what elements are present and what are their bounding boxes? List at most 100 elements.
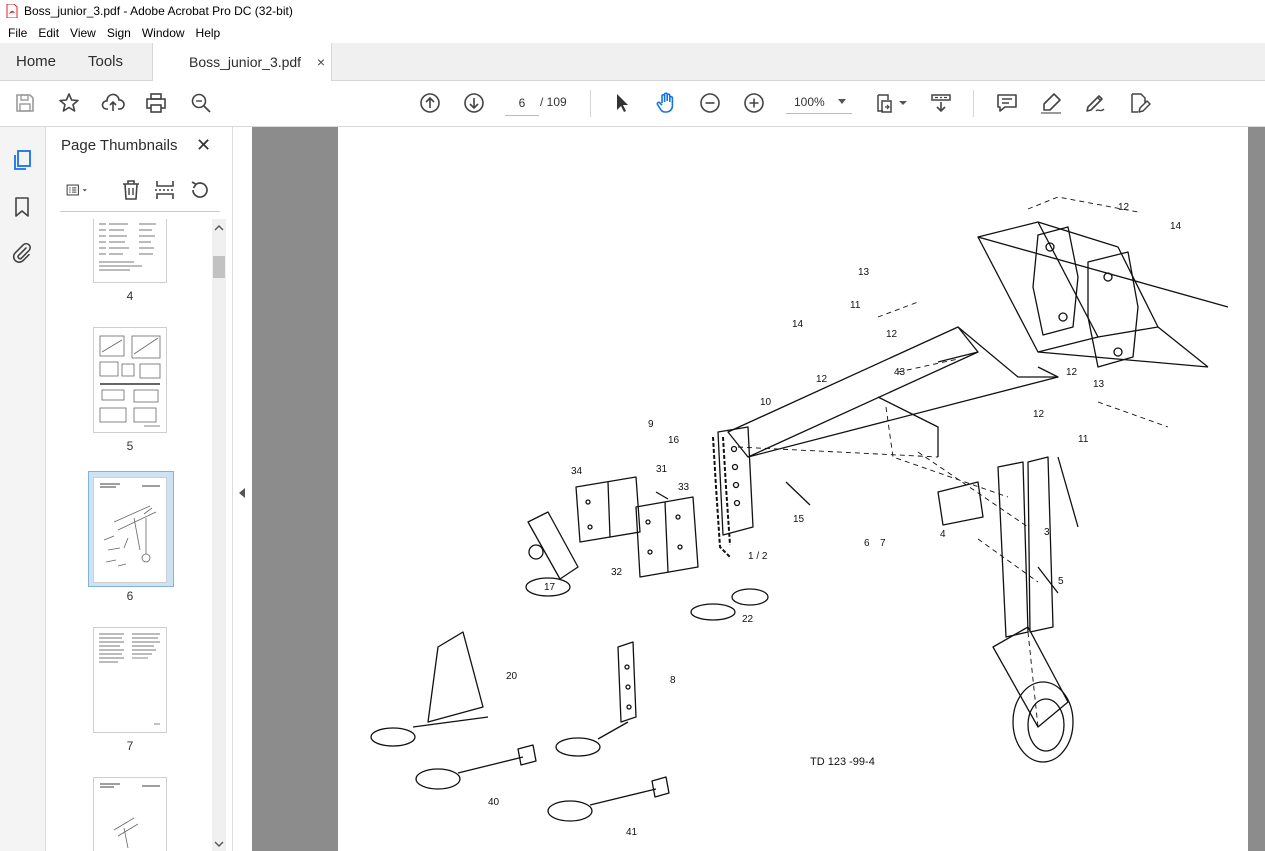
- comment-icon[interactable]: [995, 91, 1019, 115]
- thumbnail-list[interactable]: 4 5: [46, 219, 214, 851]
- scroll-mode-icon[interactable]: [929, 91, 953, 115]
- part-label: 40: [488, 797, 500, 808]
- thumbnails-panel: Page Thumbnails ✕: [46, 127, 233, 851]
- menu-bar: File Edit View Sign Window Help: [0, 22, 1265, 43]
- part-label: 13: [858, 267, 870, 278]
- panel-title: Page Thumbnails: [61, 137, 178, 154]
- part-label: 12: [1066, 367, 1078, 378]
- tab-document[interactable]: Boss_junior_3.pdf ×: [152, 43, 332, 81]
- thumbnail-page-number: 4: [126, 289, 134, 303]
- toolbar-divider: [973, 90, 974, 117]
- upload-icon[interactable]: [101, 91, 125, 115]
- left-nav-rail: [0, 127, 46, 851]
- part-label: 31: [656, 464, 668, 475]
- part-label: 10: [760, 397, 772, 408]
- page-number-input[interactable]: [505, 91, 539, 116]
- part-label: 11: [850, 300, 861, 311]
- delete-page-icon[interactable]: [119, 178, 143, 202]
- select-arrow-icon[interactable]: [610, 91, 634, 115]
- page-thumbnails-icon[interactable]: [10, 148, 34, 172]
- menu-help[interactable]: Help: [195, 25, 221, 40]
- title-bar: Boss_junior_3.pdf - Adobe Acrobat Pro DC…: [0, 0, 1265, 22]
- part-label: 8: [670, 675, 676, 686]
- chevron-left-icon: [239, 488, 245, 498]
- part-label: 12: [1118, 202, 1130, 213]
- part-label: 5: [1058, 576, 1064, 587]
- highlight-icon[interactable]: [1039, 91, 1063, 115]
- thumbnail-options-icon[interactable]: [60, 178, 94, 202]
- tab-document-label: Boss_junior_3.pdf: [189, 54, 302, 70]
- thumbnail-page-number: 5: [126, 439, 134, 453]
- close-icon[interactable]: ✕: [196, 135, 212, 155]
- part-label: 20: [506, 671, 518, 682]
- menu-view[interactable]: View: [70, 25, 96, 40]
- scroll-up-icon[interactable]: [212, 221, 226, 235]
- part-label: 32: [611, 567, 623, 578]
- thumbnail-page-4[interactable]: [93, 219, 167, 283]
- thumbnail-toolbar-divider: [60, 211, 220, 212]
- part-label: 14: [792, 319, 804, 330]
- menu-window[interactable]: Window: [141, 25, 185, 40]
- part-label: 12: [816, 374, 828, 385]
- menu-file[interactable]: File: [8, 25, 28, 40]
- part-label: 15: [793, 514, 805, 525]
- part-label: 11: [1078, 434, 1089, 445]
- part-label: 12: [886, 329, 898, 340]
- thumbnail-page-6[interactable]: [93, 477, 167, 583]
- drawing-caption: TD 123 -99-4: [810, 756, 875, 768]
- page-4-preview: [99, 223, 156, 271]
- page-total: / 109: [540, 95, 567, 109]
- rotate-icon[interactable]: [187, 178, 211, 202]
- part-label: 14: [1170, 221, 1182, 232]
- main-toolbar: / 109 100%: [0, 81, 1265, 127]
- hand-tool-icon[interactable]: [654, 91, 678, 115]
- fit-page-icon[interactable]: [874, 91, 898, 115]
- scroll-down-icon[interactable]: [212, 837, 226, 851]
- fit-page-dropdown-icon[interactable]: [898, 91, 908, 115]
- acrobat-app-icon: [6, 4, 18, 18]
- thumbnail-page-7[interactable]: [93, 627, 167, 733]
- thumbnail-page-5[interactable]: [93, 327, 167, 433]
- part-label: 22: [742, 614, 754, 625]
- part-label: 4: [940, 529, 946, 540]
- zoom-in-icon[interactable]: [742, 91, 766, 115]
- panel-collapse-handle[interactable]: [233, 127, 252, 851]
- sign-icon[interactable]: [1083, 91, 1107, 115]
- zoom-out-icon[interactable]: [698, 91, 722, 115]
- scrollbar-thumb[interactable]: [213, 256, 225, 278]
- menu-edit[interactable]: Edit: [38, 25, 60, 40]
- bookmark-star-icon[interactable]: [57, 91, 81, 115]
- part-label: 9: [648, 419, 654, 430]
- print-icon[interactable]: [144, 91, 168, 115]
- zoom-value: 100%: [794, 95, 825, 109]
- part-label: 43: [894, 367, 906, 378]
- edit-pdf-icon[interactable]: [1127, 91, 1151, 115]
- thumbnail-page-8[interactable]: [93, 777, 167, 851]
- thumbnail-scrollbar[interactable]: [212, 219, 226, 851]
- prev-page-icon[interactable]: [418, 91, 442, 115]
- menu-sign[interactable]: Sign: [106, 25, 131, 40]
- part-label: 34: [571, 466, 583, 477]
- part-label: 13: [1093, 379, 1105, 390]
- part-label: 7: [880, 538, 886, 549]
- bookmarks-icon[interactable]: [10, 195, 34, 219]
- tab-bar: Home Tools Boss_junior_3.pdf ×: [0, 43, 1265, 81]
- zoom-dropdown[interactable]: 100%: [786, 91, 852, 114]
- tab-tools[interactable]: Tools: [88, 53, 124, 70]
- thumbnail-page-number: 7: [126, 739, 134, 753]
- save-icon[interactable]: [13, 91, 37, 115]
- attachments-icon[interactable]: [10, 241, 34, 265]
- part-label: 1 / 2: [748, 551, 768, 562]
- tab-home[interactable]: Home: [16, 53, 57, 70]
- insert-page-icon[interactable]: [153, 178, 177, 202]
- thumbnail-page-number: 6: [126, 589, 134, 603]
- toolbar-divider: [590, 90, 591, 117]
- next-page-icon[interactable]: [462, 91, 486, 115]
- tab-close-icon[interactable]: ×: [316, 54, 325, 70]
- window-title: Boss_junior_3.pdf - Adobe Acrobat Pro DC…: [24, 4, 293, 18]
- search-zoom-icon[interactable]: [189, 91, 213, 115]
- page-8-preview: [100, 783, 160, 849]
- chevron-down-icon: [838, 99, 846, 104]
